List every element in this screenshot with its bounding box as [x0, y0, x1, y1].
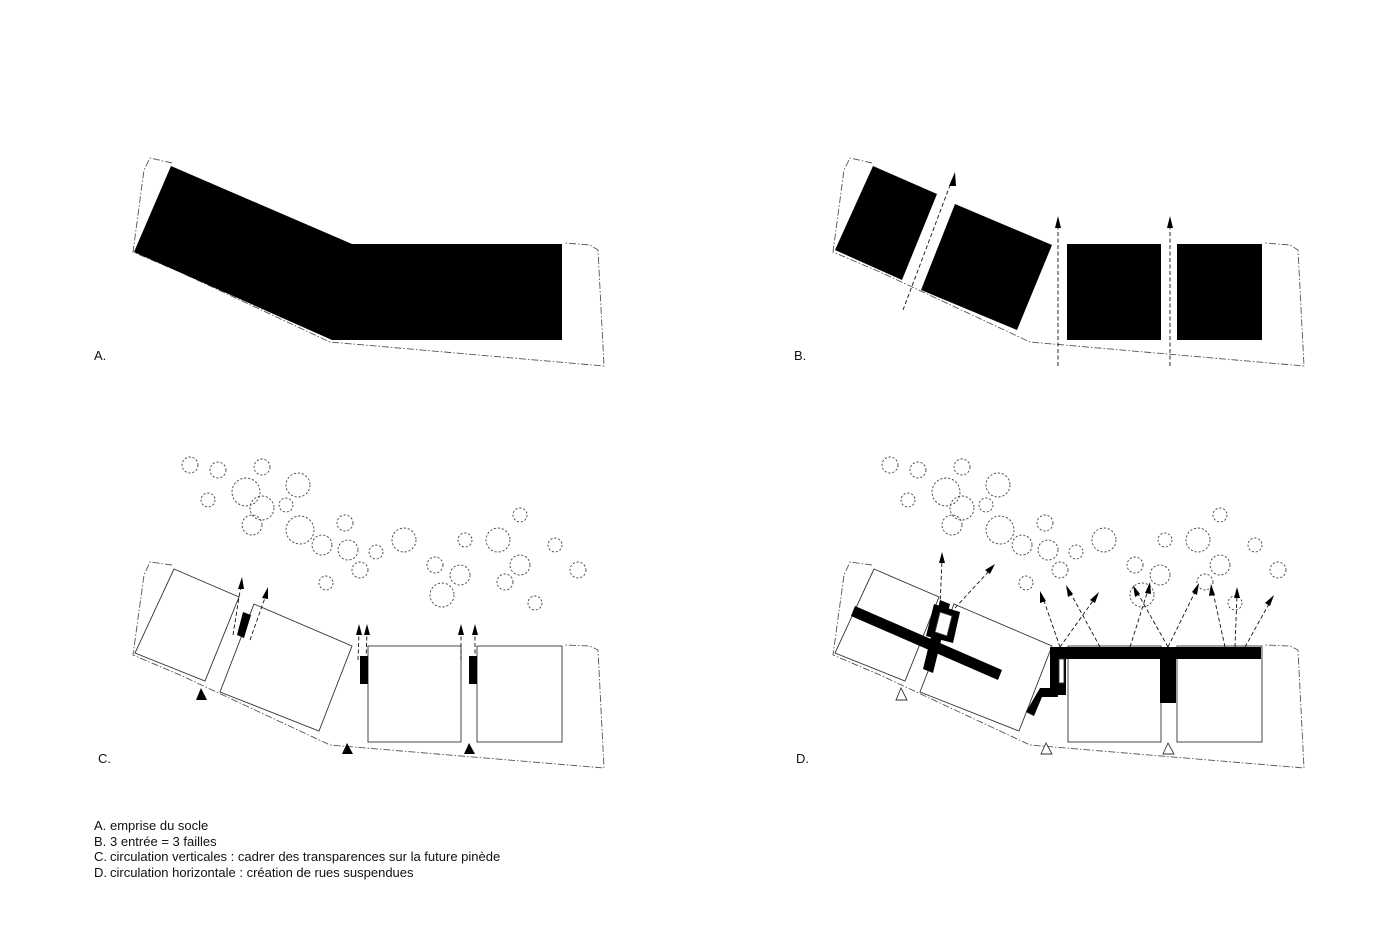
panel-c-block-1: [134, 568, 240, 682]
panel-d-site-outline: [832, 561, 1305, 769]
legend-key: C.: [94, 849, 107, 864]
panel-d-view-arrow-5: [1069, 591, 1101, 648]
panel-b-arrowhead-2: [1055, 216, 1061, 228]
panel-d-view-arrow-9: [1212, 591, 1226, 648]
panel-c-block-2: [219, 603, 353, 732]
panel-c-view-arrow-3: [357, 631, 360, 661]
panel-d-arrowhead-5: [1066, 585, 1073, 597]
panel-b-block-3: [1067, 244, 1161, 340]
panel-c-view-arrow-1: [232, 584, 242, 636]
panel-b-block-2: [921, 204, 1052, 330]
panel-c-arrowhead-3: [356, 624, 362, 635]
panel-c-diagram: [132, 456, 605, 769]
panel-b-site-outline: [832, 157, 1305, 367]
panel-c-view-arrow-2: [249, 594, 267, 641]
legend-item-b: B.3 entrée = 3 failles: [94, 834, 500, 850]
panel-b-arrowhead-1: [949, 172, 956, 186]
panel-d-arrowhead-4: [1090, 592, 1099, 603]
legend-key: D.: [94, 864, 107, 880]
panel-d-trees: [881, 456, 1287, 611]
panel-d-arrowhead-11: [1265, 595, 1274, 606]
legend-key: B.: [94, 833, 107, 849]
panel-d-label: D.: [796, 751, 809, 766]
panel-a-site-outline: [132, 157, 605, 367]
panel-d-arrowhead-7: [1133, 585, 1140, 597]
panel-a-diagram: [132, 157, 605, 367]
panel-c-arrowhead-5: [458, 624, 464, 635]
panel-d-arrowhead-3: [1040, 591, 1046, 603]
panel-b-diagram: [832, 157, 1305, 367]
panel-c-view-arrow-4: [365, 631, 368, 661]
legend-key: A.: [94, 818, 107, 833]
panel-b-arrowhead-3: [1167, 216, 1173, 228]
panel-d-view-arrow-11: [1244, 601, 1271, 648]
legend-item-c: C.circulation verticales : cadrer des tr…: [94, 849, 500, 865]
panel-d-stair-core-2: [1160, 656, 1176, 703]
panel-a-label: A.: [94, 348, 107, 363]
panel-d-block-4: [1176, 645, 1263, 743]
panel-c-arrowhead-1: [238, 577, 244, 589]
panel-d-suspended-street-1: [851, 606, 1002, 680]
panel-b-block-1: [835, 166, 937, 280]
panel-d-diagram: [832, 456, 1305, 769]
panel-c-stair-core-2: [360, 656, 368, 684]
legend: A.emprise du socle B.3 entrée = 3 faille…: [94, 818, 500, 880]
panel-d-arrowhead-8: [1192, 583, 1199, 595]
panel-c-stair-core-3: [469, 656, 477, 684]
legend-item-a: A.emprise du socle: [94, 818, 500, 834]
panel-c-arrowhead-4: [364, 624, 370, 635]
panel-d-view-arrow-1: [939, 559, 943, 607]
panel-c-block-3: [367, 645, 462, 743]
panel-d-stair-core-1-void: [934, 611, 953, 637]
panel-d-suspended-street-3: [1050, 647, 1261, 659]
panel-d-arrowhead-10: [1234, 587, 1240, 598]
panel-d-view-arrow-8: [1167, 589, 1197, 648]
panel-c-entrance-marker-3: [464, 743, 475, 754]
panel-c-arrowhead-2: [262, 587, 268, 599]
panel-d-arrowhead-1: [939, 552, 945, 563]
legend-text: circulation verticales : cadrer des tran…: [110, 849, 501, 864]
panel-d-entrance-marker-3: [1162, 741, 1175, 755]
panel-d-arrowhead-2: [985, 564, 995, 574]
panel-c-block-4: [476, 645, 563, 743]
panel-d-connector-void: [1058, 658, 1065, 684]
panel-c-label: C.: [98, 751, 111, 766]
panel-d-view-arrow-7: [1136, 591, 1169, 648]
panel-d-entrance-marker-1: [895, 686, 908, 701]
legend-text: circulation horizontale : création de ru…: [110, 864, 414, 880]
panel-d-view-arrow-3: [1042, 597, 1061, 648]
panel-c-trees: [181, 456, 587, 611]
legend-text: emprise du socle: [110, 818, 209, 833]
panel-c-site-outline: [132, 561, 605, 769]
panel-b-block-4: [1177, 244, 1262, 340]
panel-d-arrowhead-6: [1145, 582, 1151, 594]
panel-b-faille-arrow-1: [902, 179, 953, 311]
legend-item-d: D.circulation horizontale : création de …: [94, 865, 500, 881]
panel-d-view-arrow-6: [1129, 589, 1149, 648]
panel-d-connector-link: [1026, 688, 1058, 716]
panel-c-entrance-marker-2: [342, 743, 353, 754]
panel-b-label: B.: [794, 348, 807, 363]
legend-text: 3 entrée = 3 failles: [110, 833, 217, 849]
panel-d-view-arrow-4: [1059, 597, 1096, 648]
panel-d-arrowhead-9: [1209, 584, 1215, 596]
panel-d-block-3: [1067, 645, 1162, 743]
panel-d-view-arrow-10: [1234, 594, 1238, 648]
panel-c-stair-core-1: [237, 612, 251, 638]
panel-c-arrowhead-6: [472, 624, 478, 635]
panel-c-entrance-marker-1: [196, 688, 207, 700]
panel-d-entrance-marker-2: [1040, 741, 1053, 755]
panel-a-socle-footprint: [134, 166, 562, 340]
panel-d-view-arrow-2: [954, 569, 991, 609]
